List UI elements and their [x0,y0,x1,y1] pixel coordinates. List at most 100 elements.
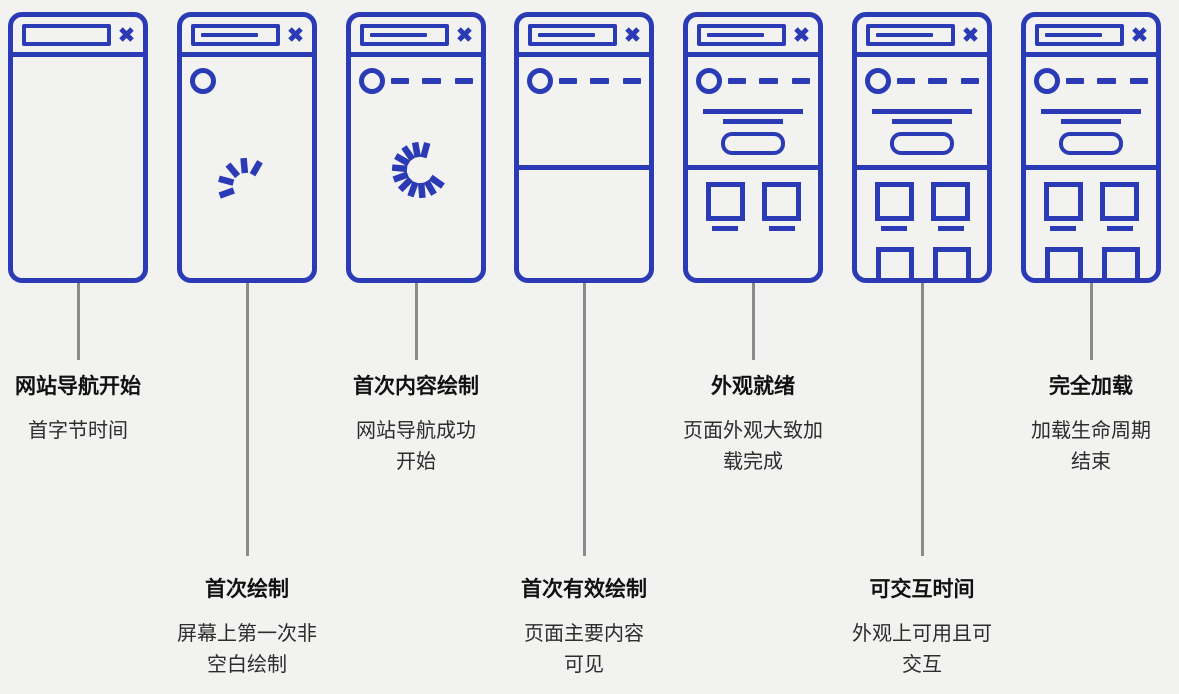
browser-window [1021,12,1161,283]
browser-window [8,12,148,283]
heading-line [872,109,972,114]
browser-window [346,12,486,283]
favicon-circle-icon [1034,68,1060,94]
stage-desc: 页面外观大致加载完成 [683,420,823,473]
section-divider [688,165,818,170]
url-text-line [538,32,595,37]
nav-dash-icon [728,78,746,84]
window-body [1026,57,1156,278]
nav-dash-icon [559,78,577,84]
nav-dash-icon [792,78,810,84]
stage-column-5: 外观就绪 页面外观大致加载完成 [683,0,823,694]
title-bar [519,17,649,57]
address-bar [528,23,617,46]
url-text-line [707,32,764,37]
stage-title: 可交互时间 [869,578,975,601]
stage-column-1: 网站导航开始 首字节时间 [8,0,148,694]
card-caption-line [1107,226,1133,231]
stage-label: 完全加载 加载生命周期结束 [1001,374,1179,478]
card-caption-line [881,226,907,231]
connector-line [245,283,249,556]
address-bar [22,23,111,46]
bottom-card [1045,247,1083,278]
address-bar [866,23,955,46]
heading-line [1041,109,1141,114]
address-bar [360,23,449,46]
stage-label: 首次内容绘制 网站导航成功开始 [326,374,506,478]
nav-dash-icon [1097,78,1116,84]
stage-title: 网站导航开始 [15,375,141,398]
address-bar [1035,23,1124,46]
url-text-line [1045,32,1102,37]
url-text-line [370,32,427,37]
hero-button-shape [1059,132,1123,155]
url-text-line [201,32,258,37]
stage-column-6: 可交互时间 外观上可用且可交互 [852,0,992,694]
hero-button-shape [890,132,954,155]
stage-label: 网站导航开始 首字节时间 [0,374,168,447]
stage-title: 外观就绪 [711,375,795,398]
window-body [351,57,481,278]
close-icon [287,26,304,43]
stage-desc: 网站导航成功开始 [356,420,476,473]
hero-button-shape [721,132,785,155]
favicon-circle-icon [696,68,722,94]
title-bar [13,17,143,57]
nav-dash-icon [455,78,473,84]
nav-dash-icon [961,78,979,84]
connector-line [582,283,586,556]
connector-line [76,283,80,360]
window-body [182,57,312,278]
title-bar [182,17,312,57]
heading-line [703,109,803,114]
close-icon [624,26,641,43]
close-icon [118,26,135,43]
card-caption-line [938,226,964,231]
window-body [688,57,818,278]
nav-dash-icon [590,78,609,84]
stage-title: 首次有效绘制 [521,578,647,601]
stage-label: 可交互时间 外观上可用且可交互 [832,577,1012,681]
content-card [931,182,970,221]
nav-dash-icon [422,78,441,84]
stage-column-3: 首次内容绘制 网站导航成功开始 [346,0,486,694]
connector-line [920,283,924,556]
stage-title: 完全加载 [1049,375,1133,398]
browser-window [683,12,823,283]
stage-label: 首次绘制 屏幕上第一次非空白绘制 [157,577,337,681]
favicon-circle-icon [359,68,385,94]
loading-spinner-icon [218,157,263,199]
stage-desc: 首字节时间 [28,420,128,442]
stage-desc: 外观上可用且可交互 [852,623,992,676]
loading-spinner-icon [391,141,445,199]
connector-line [1089,283,1093,360]
nav-dash-icon [897,78,915,84]
close-icon [962,26,979,43]
content-card [1100,182,1139,221]
stage-label: 首次有效绘制 页面主要内容可见 [494,577,674,681]
bottom-card [1102,247,1140,278]
stage-desc: 页面主要内容可见 [524,623,644,676]
title-bar [857,17,987,57]
section-divider [857,165,987,170]
bottom-card [933,247,971,278]
browser-window [177,12,317,283]
address-bar [697,23,786,46]
content-card [762,182,801,221]
nav-dash-icon [391,78,409,84]
browser-window [852,12,992,283]
card-caption-line [1050,226,1076,231]
close-icon [456,26,473,43]
favicon-circle-icon [865,68,891,94]
nav-dash-icon [623,78,641,84]
nav-dash-icon [1130,78,1148,84]
browser-window [514,12,654,283]
connector-line [751,283,755,360]
close-icon [793,26,810,43]
favicon-circle-icon [527,68,553,94]
stage-title: 首次内容绘制 [353,375,479,398]
connector-line [414,283,418,360]
stage-column-7: 完全加载 加载生命周期结束 [1021,0,1161,694]
window-body [857,57,987,278]
title-bar [351,17,481,57]
